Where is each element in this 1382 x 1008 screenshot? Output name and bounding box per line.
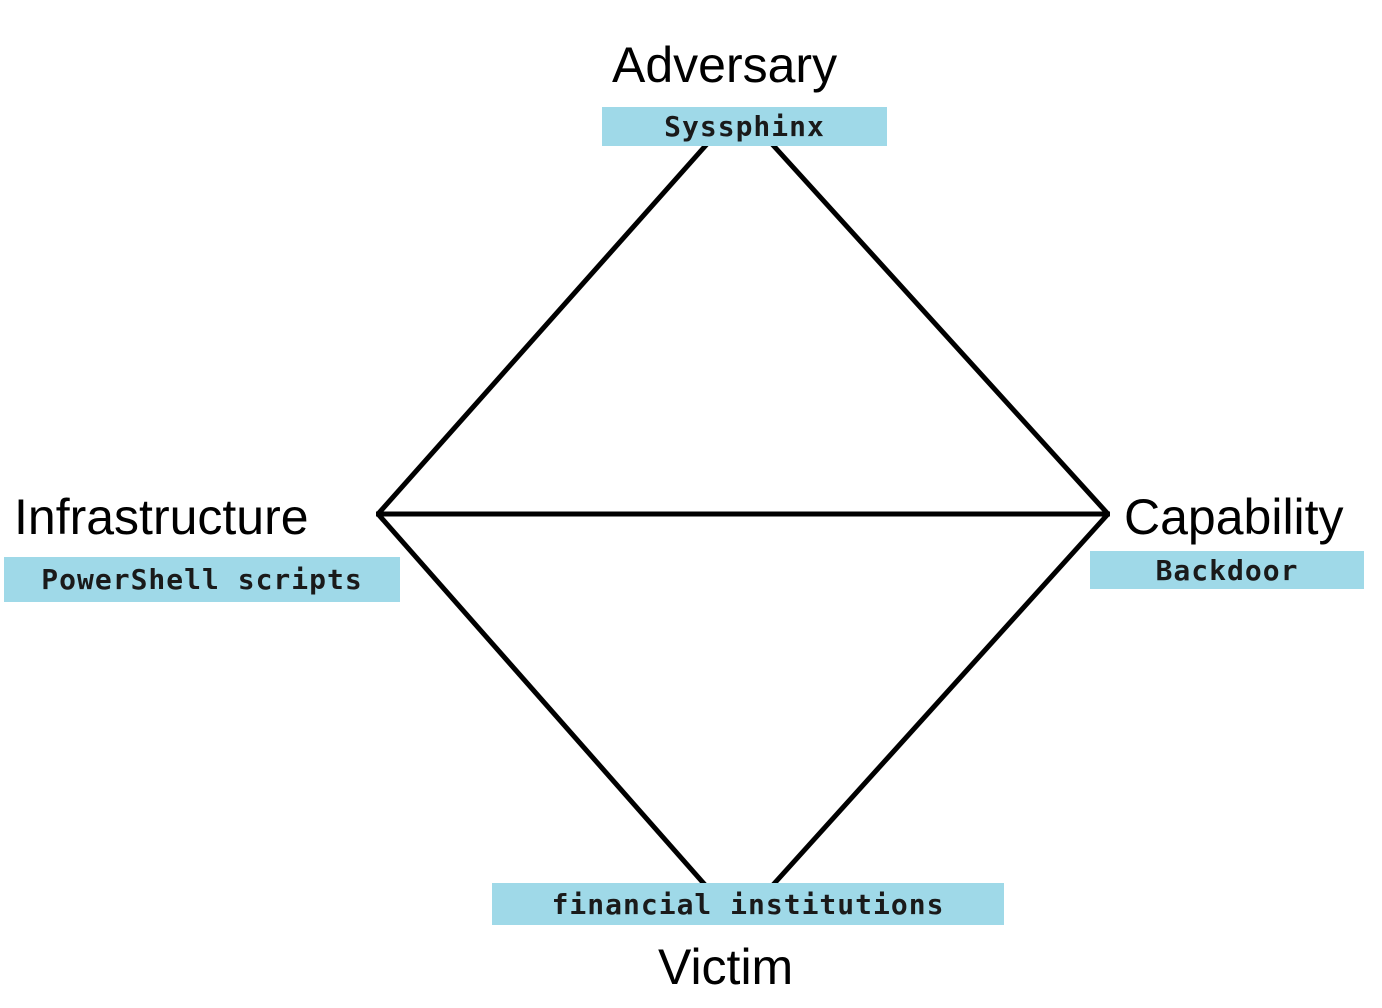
infrastructure-value-box: PowerShell scripts [4, 557, 400, 602]
edge-infrastructure-victim [376, 512, 708, 888]
edge-adversary-capability [770, 142, 1110, 516]
infrastructure-value: PowerShell scripts [41, 563, 363, 596]
victim-value-box: financial institutions [492, 883, 1004, 925]
capability-title: Capability [1124, 489, 1344, 545]
infrastructure-title: Infrastructure [14, 489, 309, 545]
capability-value-box: Backdoor [1090, 551, 1364, 589]
edge-capability-victim [770, 512, 1110, 888]
victim-title: Victim [658, 939, 794, 995]
adversary-value: Syssphinx [664, 110, 825, 143]
capability-value: Backdoor [1155, 553, 1299, 587]
adversary-value-box: Syssphinx [602, 107, 887, 146]
adversary-title: Adversary [612, 37, 838, 93]
victim-value: financial institutions [551, 887, 945, 921]
edge-adversary-infrastructure [376, 142, 709, 516]
